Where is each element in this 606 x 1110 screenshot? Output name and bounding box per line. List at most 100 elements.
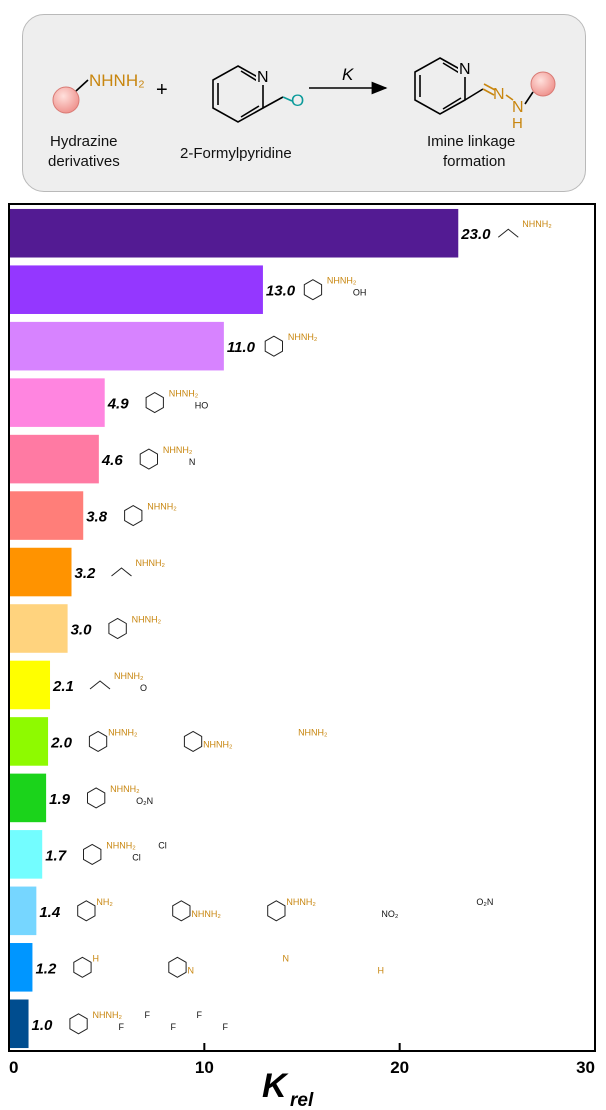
bar-11 xyxy=(10,773,47,823)
structure-atom-label: F xyxy=(145,1010,151,1020)
structure-7: NHNH₂ xyxy=(111,558,166,577)
bar-7 xyxy=(10,547,72,597)
alkyl-chain-icon xyxy=(497,228,519,238)
structure-atom-label: H xyxy=(92,953,99,963)
structure-atom-label: O xyxy=(140,683,147,693)
benzene-ring-icon xyxy=(267,900,286,922)
structure-atom-label: F xyxy=(197,1010,203,1020)
benzene-ring-icon xyxy=(145,392,164,414)
structure-atom-label: NHNH₂ xyxy=(327,276,357,286)
bar-value-label-2: 13.0 xyxy=(266,283,296,300)
aldehyde-bond xyxy=(282,96,293,102)
product-r-group-sphere-icon xyxy=(530,71,556,97)
structure-atom-label: NHNH₂ xyxy=(288,332,318,342)
structure-atom-label: NO₂ xyxy=(381,909,399,919)
structure-3: NHNH₂ xyxy=(264,332,318,357)
reaction-scheme: NHNH₂ + N O K N N N H xyxy=(48,57,556,170)
structure-atom-label: NHNH₂ xyxy=(93,1010,123,1020)
benzene-ring-icon xyxy=(87,787,106,809)
bar-value-label-3: 11.0 xyxy=(227,339,256,356)
benzene-ring-icon xyxy=(183,730,203,752)
bar-value-label-9: 2.1 xyxy=(52,678,74,695)
structure-atom-label: F xyxy=(171,1022,177,1032)
product-pyridine-n: N xyxy=(459,61,471,78)
structure-atom-label: H xyxy=(377,965,384,975)
benzene-ring-icon xyxy=(124,505,143,527)
bar-15 xyxy=(10,999,29,1049)
structure-1: NHNH₂ xyxy=(497,219,552,238)
structure-atom-label: O₂N xyxy=(136,796,153,806)
value-labels-layer: 23.013.011.04.94.63.83.23.02.12.01.91.71… xyxy=(32,226,492,1034)
structure-9: NHNH₂ O xyxy=(89,671,147,693)
caption-right-line2: formation xyxy=(443,153,506,170)
structure-8: NHNH₂ xyxy=(108,615,162,640)
arrow-label-k: K xyxy=(342,65,354,84)
structure-15: NHNH₂ F F F F F xyxy=(69,1010,229,1035)
structure-atom-label: Cl xyxy=(158,840,167,850)
bar-value-label-11: 1.9 xyxy=(49,791,71,808)
x-tick-label: 20 xyxy=(390,1058,409,1077)
x-tick-label: 30 xyxy=(576,1058,595,1077)
caption-left-line2: derivatives xyxy=(48,153,120,170)
structure-atom-label: NHNH₂ xyxy=(108,727,138,737)
structure-atom-label: NHNH₂ xyxy=(110,784,140,794)
x-tick-label: 0 xyxy=(9,1058,18,1077)
bar-value-label-12: 1.7 xyxy=(45,847,67,864)
x-tick-label: 10 xyxy=(195,1058,214,1077)
benzene-ring-icon xyxy=(69,1013,88,1035)
structure-6: NHNH₂ xyxy=(124,502,177,527)
alkyl-chain-icon xyxy=(89,680,111,690)
bar-value-label-8: 3.0 xyxy=(71,622,93,639)
structure-atom-label: N xyxy=(187,965,194,975)
imine-double-bond xyxy=(482,83,496,96)
bar-value-label-10: 2.0 xyxy=(50,734,73,751)
structure-atom-label: O₂N xyxy=(476,897,493,907)
benzene-ring-icon xyxy=(88,730,108,752)
bar-3 xyxy=(10,321,224,371)
reagent1-group: NHNH₂ xyxy=(89,71,145,90)
r-group-sphere-icon xyxy=(52,86,80,114)
bar-10 xyxy=(10,717,49,766)
nn-bond xyxy=(505,94,514,101)
bar-5 xyxy=(10,434,99,484)
structures-layer: NHNH₂NHNH₂OHNHNH₂NHNH₂HONHNH₂NNHNH₂NHNH₂… xyxy=(69,219,552,1035)
benzene-ring-icon xyxy=(139,448,158,470)
bar-value-label-4: 4.9 xyxy=(107,396,130,413)
bar-13 xyxy=(10,886,37,936)
benzene-ring-icon xyxy=(264,335,283,357)
bar-6 xyxy=(10,491,84,540)
alkyl-chain-icon xyxy=(111,567,132,577)
structure-atom-label: F xyxy=(119,1022,125,1032)
bar-2 xyxy=(10,265,263,314)
imine-product-structure xyxy=(414,57,484,115)
structure-atom-label: OH xyxy=(353,288,367,298)
product-r-bond xyxy=(524,91,534,105)
bar-value-label-13: 1.4 xyxy=(39,904,61,921)
structure-atom-label: NHNH₂ xyxy=(114,671,144,681)
benzene-ring-icon xyxy=(108,617,127,640)
benzene-ring-icon xyxy=(172,900,191,922)
structure-atom-label: NHNH₂ xyxy=(522,219,552,229)
benzene-ring-icon xyxy=(73,956,92,978)
structure-atom-label: F xyxy=(223,1022,229,1032)
bar-value-label-15: 1.0 xyxy=(32,1017,54,1034)
structure-atom-label: NHNH₂ xyxy=(191,909,221,919)
pyridine-n-atom: N xyxy=(257,69,269,86)
bar-14 xyxy=(10,943,33,992)
benzene-ring-icon xyxy=(83,843,102,865)
structure-2: NHNH₂ OH xyxy=(303,276,367,301)
formylpyridine-structure xyxy=(212,65,284,123)
structure-atom-label: N xyxy=(282,953,289,963)
caption-right-line1: Imine linkage xyxy=(427,133,515,150)
structure-11: NHNH₂ O₂N xyxy=(87,784,153,809)
x-axis: 0 10 20 30 xyxy=(8,1043,596,1077)
plus-sign: + xyxy=(156,79,168,101)
x-axis-label-subscript: rel xyxy=(290,1090,314,1110)
caption-middle: 2-Formylpyridine xyxy=(180,145,292,162)
structure-atom-label: Cl xyxy=(132,852,141,862)
bond-line xyxy=(75,79,89,92)
reaction-scheme-box xyxy=(22,14,586,192)
